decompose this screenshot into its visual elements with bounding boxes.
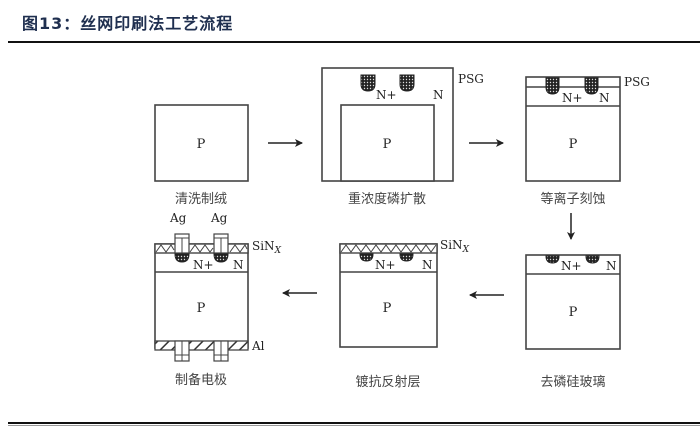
bottom-divider [8,422,700,424]
back-contact [174,340,190,362]
p-label: P [383,301,392,316]
n-label: N [599,91,610,105]
n-plus-region [399,253,414,262]
step-remove-psg: N+ N P 去磷硅玻璃 [525,254,621,390]
step-heavy-phosphorus-diffusion: N+ N PSG P 重浓度磷扩散 [321,67,484,207]
step-caption: 重浓度磷扩散 [348,191,426,207]
p-label: P [197,301,206,316]
n-plus-label: N+ [376,88,397,102]
back-contact [213,340,229,362]
n-plus-label: N+ [193,258,214,272]
p-substrate [154,104,249,182]
sinx-label: SiNX [440,238,470,255]
step-electrode-preparation: N+ N Ag Ag SiNX P Al 制备电极 [154,211,282,388]
ag-front-contact [174,233,190,254]
wafer [525,254,621,350]
sinx-texture [189,244,214,253]
p-label: P [569,137,578,152]
n-plus-region [399,74,415,92]
sinx-texture [340,244,437,253]
step-caption: 镀抗反射层 [355,374,420,390]
n-label: N [422,258,433,272]
n-plus-label: N+ [561,259,582,273]
sinx-texture [155,244,175,253]
top-divider [8,41,700,43]
n-plus-label: N+ [562,91,583,105]
figure-title: 图13：丝网印刷法工艺流程 [22,14,234,33]
step-caption: 制备电极 [175,372,227,388]
psg-label: PSG [458,72,484,86]
sinx-layer [154,243,249,254]
n-plus-region [359,253,374,262]
n-plus-region [174,253,190,263]
sinx-label: SiNX [252,239,282,256]
n-label: N [433,88,444,102]
p-substrate [340,104,435,182]
al-label: Al [251,339,265,353]
wafer [525,76,621,182]
n-label: N [233,258,244,272]
p-label: P [383,137,392,152]
p-label: P [197,137,206,152]
step-plasma-etching: N+ N PSG P 等离子刻蚀 [525,75,650,207]
n-plus-label: N+ [375,258,396,272]
bottom-divider-thin [8,425,700,426]
step-caption: 去磷硅玻璃 [540,375,605,390]
n-plus-region [213,253,229,263]
sinx-texture [229,244,248,253]
wafer [154,243,249,349]
ag-front-contact [213,233,229,254]
step-antireflection-coating: N+ N SiNX P 镀抗反射层 [339,238,470,390]
step-caption: 清洗制绒 [175,192,227,207]
psg-label: PSG [624,75,650,89]
step-cleaning-texturing: P 清洗制绒 [154,104,249,207]
n-plus-region [584,77,599,95]
n-plus-region [585,255,600,264]
n-plus-region [545,255,560,264]
wafer [339,243,438,348]
n-plus-region [545,77,560,95]
n-plus-region [360,74,376,92]
ag-label: Ag [169,211,187,225]
p-label: P [569,305,578,320]
ag-label: Ag [210,211,228,225]
n-label: N [606,259,617,273]
step-caption: 等离子刻蚀 [540,191,605,207]
al-back-layer [154,340,249,351]
